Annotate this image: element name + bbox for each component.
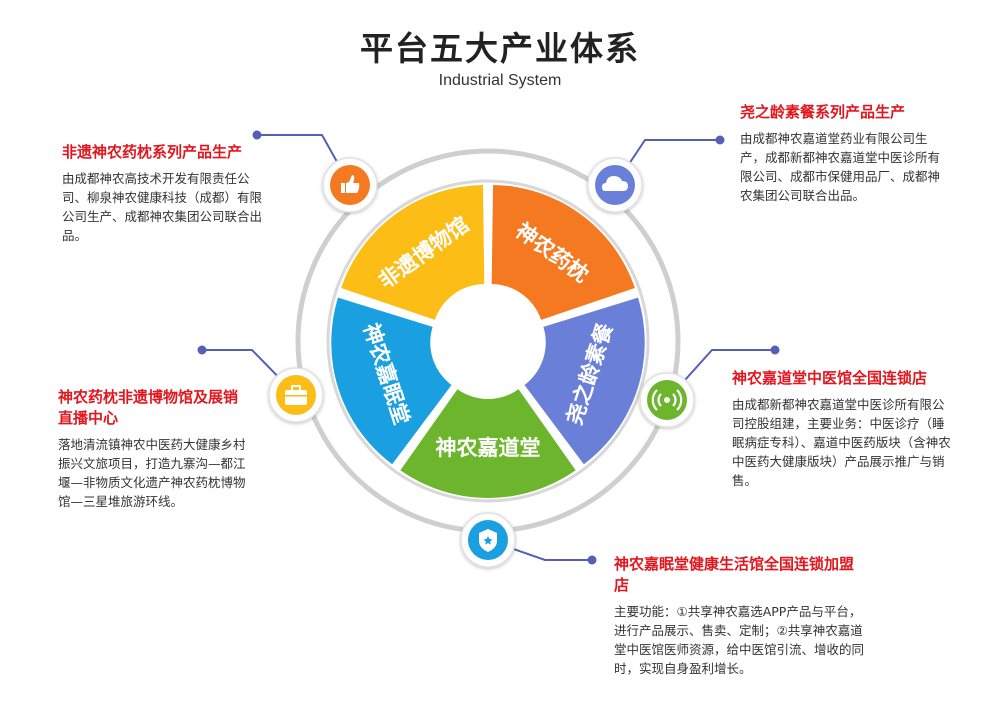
- segment-museum: 非遗博物馆: [341, 184, 485, 320]
- block-title: 神农药枕非遗博物馆及展销直播中心: [58, 388, 239, 427]
- block-title: 神农嘉道堂中医馆全国连锁店: [732, 369, 928, 387]
- page-subtitle: Industrial System: [438, 72, 562, 89]
- block-title: 尧之龄素餐系列产品生产: [740, 103, 906, 121]
- block-text: 落地清流镇神农中医药大健康乡村振兴文旅项目，打造九寨沟—都江堰—非物质文化遗产神…: [58, 437, 246, 509]
- segment-pillow: 神农药枕: [491, 184, 635, 320]
- segment-fill: [331, 297, 452, 465]
- block-title: 非遗神农药枕系列产品生产: [62, 143, 243, 161]
- segment-fill: [491, 184, 635, 320]
- wheel-center: [435, 288, 541, 394]
- block-text: 由成都神农高技术开发有限责任公司、柳泉神农健康科技（成都）有限公司生产、成都神农…: [62, 171, 263, 243]
- block-text: 主要功能：①共享神农嘉选APP产品与平台，进行产品展示、售卖、定制；②共享神农嘉…: [614, 604, 865, 676]
- page-title: 平台五大产业体系: [360, 29, 640, 68]
- info-block-museum: 神农药枕非遗博物馆及展销直播中心 落地清流镇神农中医药大健康乡村振兴文旅项目，打…: [58, 387, 250, 511]
- connector-dot: [715, 135, 725, 145]
- segment-fill: [341, 184, 485, 320]
- block-text: 由成都新都神农嘉道堂中医诊所有限公司控股组建，主要业务：中医诊疗（睡眠病症专科）…: [732, 397, 951, 488]
- block-text: 由成都神农嘉道堂药业有限公司生产，成都新都神农嘉道堂中医诊所有限公司、成都市保健…: [740, 131, 941, 203]
- connector-dot: [252, 130, 262, 140]
- info-block-pillow: 非遗神农药枕系列产品生产 由成都神农高技术开发有限责任公司、柳泉神农健康科技（成…: [62, 142, 272, 245]
- broadcast-icon: [639, 372, 695, 428]
- block-title: 神农嘉眠堂健康生活馆全国连锁加盟店: [614, 555, 855, 594]
- cloud-icon: [587, 157, 643, 213]
- info-block-sleep-store: 神农嘉眠堂健康生活馆全国连锁加盟店 主要功能：①共享神农嘉选APP产品与平台，进…: [614, 554, 864, 678]
- segment-sleep-store: 神农嘉眠堂: [331, 297, 452, 465]
- thumbs-up-icon: [322, 157, 378, 213]
- briefcase-icon: [268, 367, 324, 423]
- segment-label: 神农嘉道堂: [436, 436, 541, 460]
- segment-tcm-clinic: 神农嘉道堂: [400, 389, 576, 499]
- segment-fill: [400, 389, 576, 499]
- segment-fill: [524, 297, 645, 465]
- connector-dot: [770, 345, 780, 355]
- info-block-tcm-clinic: 神农嘉道堂中医馆全国连锁店 由成都新都神农嘉道堂中医诊所有限公司控股组建，主要业…: [732, 368, 954, 490]
- shield-icon: [460, 512, 516, 568]
- segment-vegetarian-meal: 尧之龄素餐: [524, 297, 645, 465]
- connector-dot: [197, 345, 207, 355]
- info-block-vegetarian-meal: 尧之龄素餐系列产品生产 由成都神农嘉道堂药业有限公司生产，成都新都神农嘉道堂中医…: [740, 102, 940, 205]
- connector-dot: [587, 555, 597, 565]
- inner-ring: [326, 179, 650, 503]
